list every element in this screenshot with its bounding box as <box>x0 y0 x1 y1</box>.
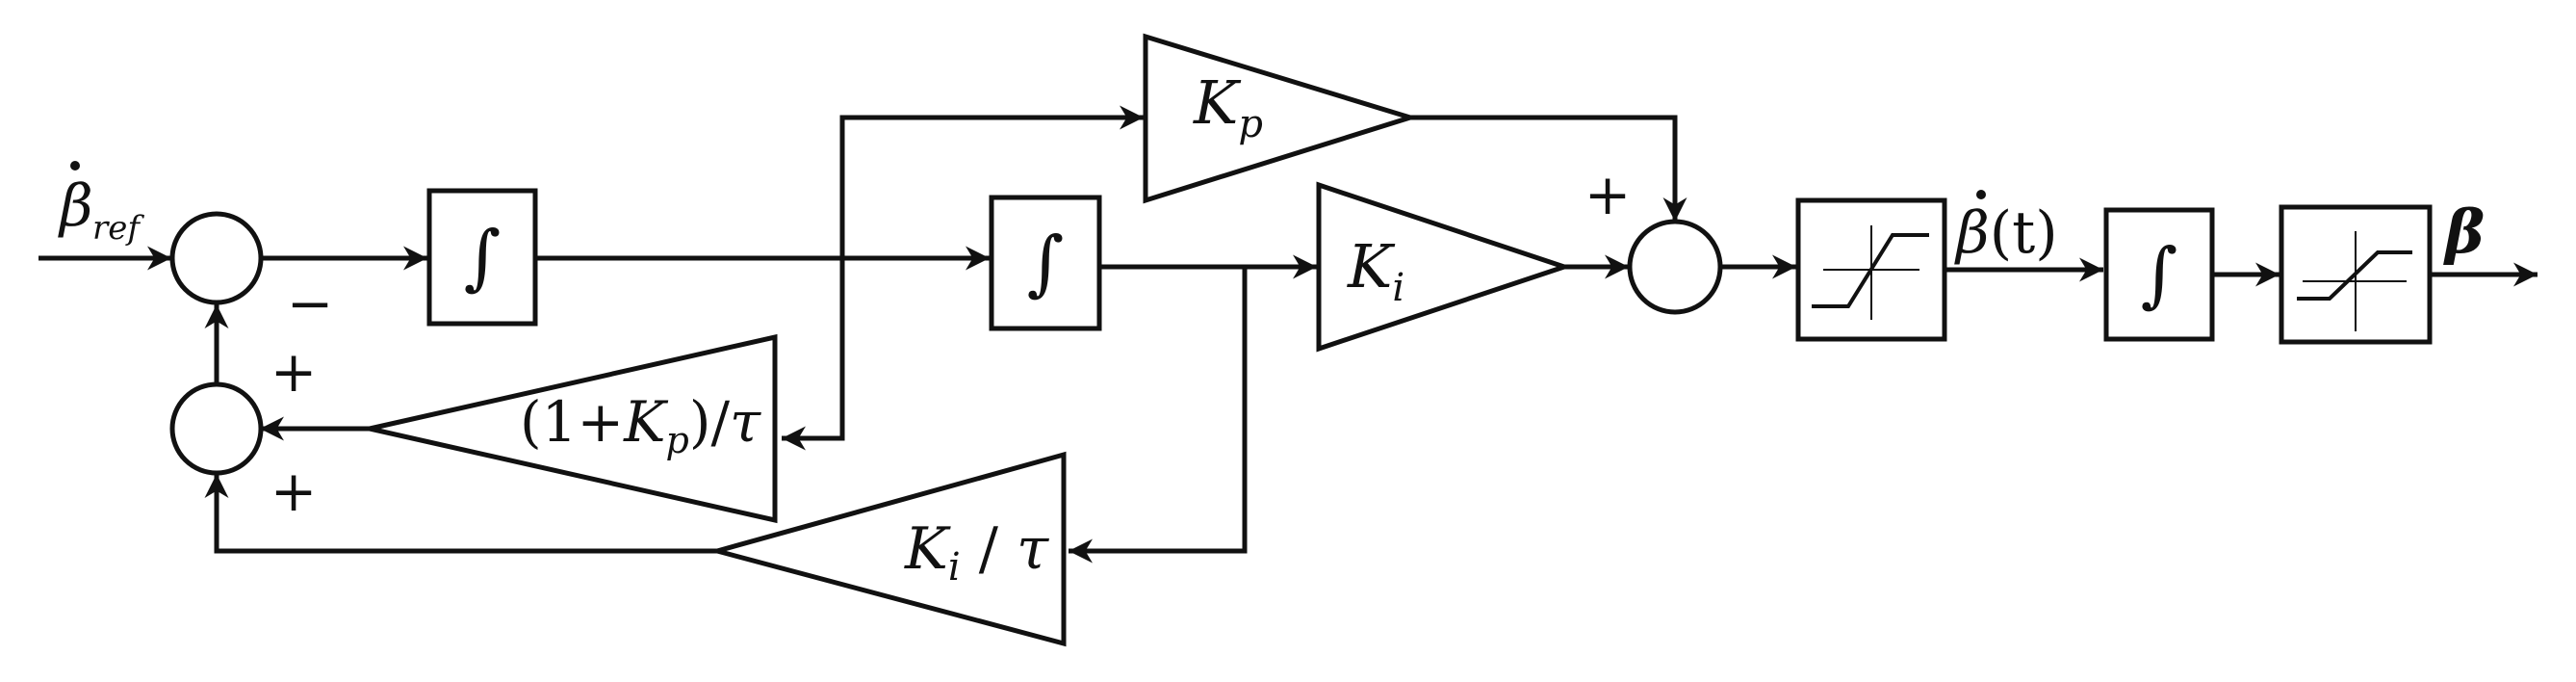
ki-feedback-gain-block: Ki / τ <box>708 451 1067 647</box>
svg-text:β(t): β(t) <box>1954 199 2058 267</box>
integrator-block-2: ∫ <box>989 195 1102 331</box>
saturation-block-1 <box>1795 197 1947 342</box>
gain-sub: p <box>1238 102 1263 146</box>
gain-suffix: )/ <box>689 389 731 455</box>
kp-feedback-gain-block: (1+Kp)/τ <box>369 333 778 524</box>
input-signal-label: β ref <box>58 161 144 248</box>
gain-k: K <box>623 389 669 455</box>
output-signal-label: β <box>2443 197 2485 267</box>
ki-branch-wire <box>1069 267 1248 564</box>
ki-fb-out-wire <box>204 474 717 554</box>
ki-gain-block: Ki <box>1316 181 1572 353</box>
svg-text:Ki / τ: Ki / τ <box>904 515 1049 590</box>
svg-text:(1+Kp)/τ: (1+Kp)/τ <box>520 389 761 461</box>
integrator-symbol: ∫ <box>464 216 502 299</box>
integrator-symbol: ∫ <box>1027 222 1065 304</box>
kp-fb-feed-wire <box>782 258 845 451</box>
saturation-block-2 <box>2279 204 2433 345</box>
minus-sign: − <box>287 271 334 336</box>
integrator-symbol: ∫ <box>2141 233 2178 316</box>
gain-sub: p <box>665 419 688 461</box>
plus-sign: + <box>1584 162 1632 227</box>
svg-text:Kp: Kp <box>1193 67 1263 146</box>
gain-sub: i <box>948 545 961 590</box>
summing-junction-3 <box>1627 219 1723 315</box>
plus-sign: + <box>270 339 318 405</box>
ref-subscript: ref <box>92 209 144 248</box>
derivative-dot <box>70 161 80 170</box>
gain-tau: τ <box>1017 515 1049 583</box>
plus-sign: + <box>270 459 318 524</box>
beta-symbol: β <box>58 172 93 240</box>
integrator-block-3: ∫ <box>2103 207 2215 342</box>
svg-text:Ki: Ki <box>1347 231 1404 310</box>
gain-tau: τ <box>730 389 761 455</box>
kp-to-sum3-wire <box>1410 115 1687 222</box>
rate-signal-label: β(t) <box>1954 190 2058 267</box>
gain-suffix: / <box>961 515 1017 583</box>
kp-feed-wire <box>839 105 1144 258</box>
gain-sub: i <box>1392 266 1404 310</box>
gain-k: K <box>1347 231 1396 302</box>
time-argument: (t) <box>1990 199 2058 267</box>
gain-k: K <box>1193 67 1242 138</box>
gain-prefix: (1+ <box>520 389 624 455</box>
gain-k: K <box>904 515 951 583</box>
summing-junction-2 <box>169 381 264 476</box>
beta-symbol: β <box>1954 199 1990 267</box>
integrator-block-1: ∫ <box>426 188 538 327</box>
summing-junction-1 <box>169 211 264 305</box>
kp-gain-block: Kp <box>1143 33 1419 204</box>
derivative-dot <box>1976 190 1986 199</box>
